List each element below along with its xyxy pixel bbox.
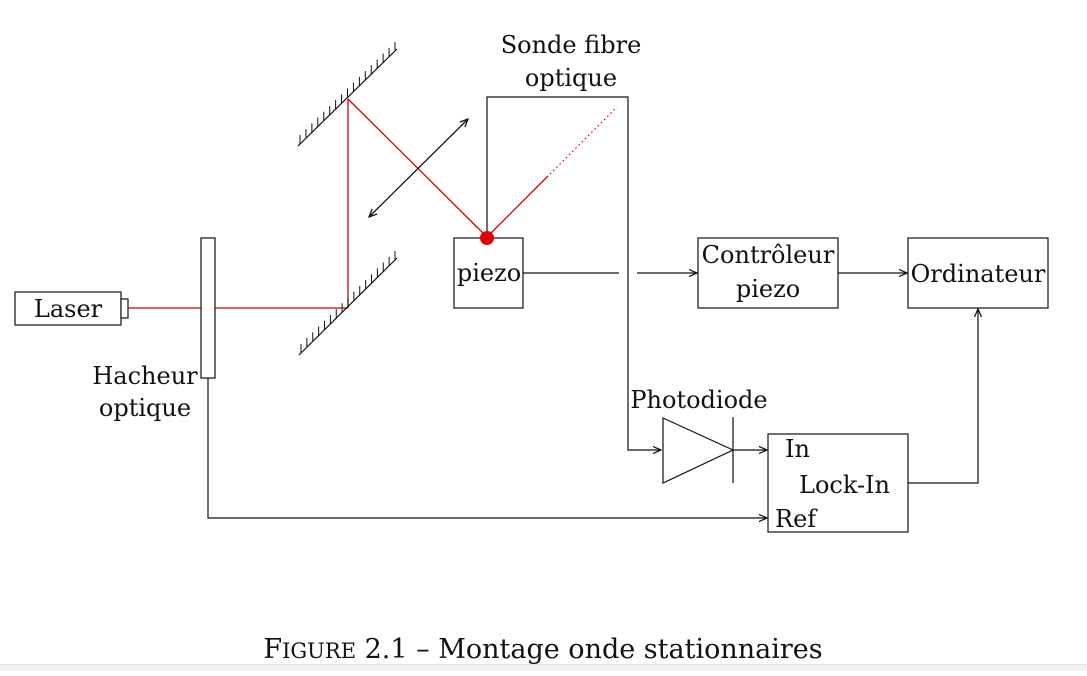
displacement-arrow (369, 119, 468, 217)
reference-wire (207, 378, 767, 518)
chopper-label-2: optique (99, 394, 191, 422)
lockin-to-computer-wire (908, 309, 978, 484)
probe-label-2: optique (525, 64, 617, 92)
probe-label-1: Sonde fibre (501, 31, 642, 59)
computer-block: Ordinateur (907, 237, 1049, 309)
page-bottom-edge (0, 664, 1087, 671)
lockin-in-label: In (785, 435, 810, 463)
fiber-probe: Sonde fibre optique (486, 31, 661, 450)
controller-label-1: Contrôleur (702, 241, 835, 269)
controller-label-2: piezo (736, 275, 800, 303)
computer-label: Ordinateur (911, 260, 1046, 288)
lockin-label: Lock-In (799, 471, 890, 499)
chopper: Hacheur optique (92, 237, 216, 422)
mirror-lower (298, 251, 398, 356)
laser-block: Laser (14, 291, 129, 326)
chopper-label-1: Hacheur (92, 362, 198, 390)
lockin-block: In Lock-In Ref (767, 433, 909, 533)
photodiode: Photodiode (630, 386, 768, 484)
mirror-upper (297, 42, 398, 147)
photodiode-label: Photodiode (630, 386, 767, 414)
probe-tip-dot (480, 231, 494, 245)
lockin-ref-label: Ref (775, 505, 818, 533)
piezo-block: piezo (453, 237, 524, 309)
piezo-label: piezo (457, 259, 521, 287)
figure-caption: FIGURE 2.1 – Montage onde stationnaires (263, 634, 822, 665)
controller-block: Contrôleur piezo (697, 237, 839, 309)
laser-label: Laser (34, 295, 103, 323)
